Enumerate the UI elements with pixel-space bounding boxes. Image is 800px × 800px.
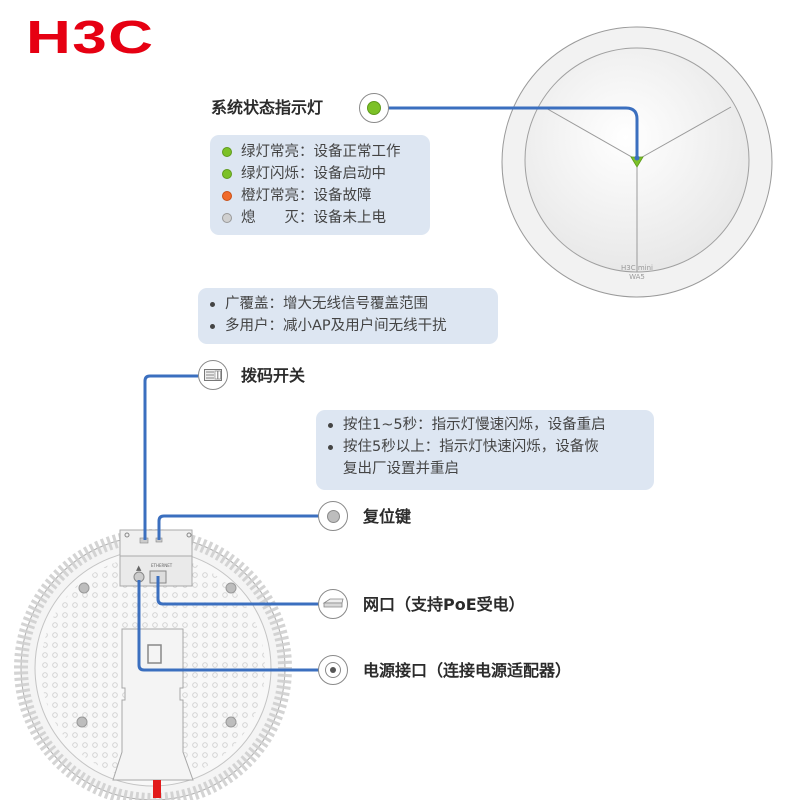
bullet-icon	[210, 323, 215, 329]
info-row: 多用户：减小AP及用户间无线干扰	[208, 315, 498, 337]
svg-text:▲: ▲	[136, 564, 142, 572]
ap-front-view	[501, 26, 773, 298]
led-state-row: 橙灯常亮：设备故障	[222, 185, 430, 207]
led-state-name: 绿灯闪烁：	[241, 166, 314, 182]
reset-info-box: 按住1~5秒：指示灯慢速闪烁，设备重启 按住5秒以上：指示灯快速闪烁，设备恢 复…	[316, 410, 654, 490]
led-state-name: 熄 灭：	[241, 210, 314, 226]
green-dot-icon	[222, 147, 232, 157]
led-states-box: 绿灯常亮：设备正常工作 绿灯闪烁：设备启动中 橙灯常亮：设备故障 熄 灭：设备未…	[210, 135, 430, 235]
device-model-label: H3C mini WA5	[617, 264, 657, 282]
power-jack-title: 电源接口（连接电源适配器）	[363, 661, 572, 680]
reset-button-title: 复位键	[363, 507, 412, 526]
svg-text:ETHERNET: ETHERNET	[151, 563, 173, 568]
info-row: 按住1~5秒：指示灯慢速闪烁，设备重启	[326, 414, 654, 436]
green-dot-icon	[222, 169, 232, 179]
reset-button-badge	[318, 501, 348, 531]
led-state-meaning: 设备正常工作	[313, 144, 401, 160]
grey-dot-icon	[222, 213, 232, 223]
dip-switch-info-box: 广覆盖：增大无线信号覆盖范围 多用户：减小AP及用户间无线干扰	[198, 288, 498, 344]
led-state-name: 橙灯常亮：	[241, 188, 314, 204]
model-name: H3C mini	[621, 264, 653, 272]
info-text: 按住1~5秒：指示灯慢速闪烁，设备重启	[343, 417, 606, 433]
ethernet-port-title: 网口（支持PoE受电）	[363, 595, 525, 614]
led-state-name: 绿灯常亮：	[241, 144, 314, 160]
bullet-icon	[328, 422, 333, 428]
led-state-meaning: 设备未上电	[313, 210, 387, 226]
power-jack-icon	[325, 662, 341, 678]
led-state-meaning: 设备故障	[313, 188, 372, 204]
info-row: 按住5秒以上：指示灯快速闪烁，设备恢	[326, 436, 654, 458]
led-state-row: 熄 灭：设备未上电	[222, 207, 430, 229]
led-state-row: 绿灯闪烁：设备启动中	[222, 163, 430, 185]
ethernet-port-badge	[318, 589, 348, 619]
green-led-icon	[367, 101, 381, 115]
info-row: 广覆盖：增大无线信号覆盖范围	[208, 293, 498, 315]
info-text: 复出厂设置并重启	[343, 461, 459, 477]
power-jack-badge	[318, 655, 348, 685]
bullet-icon	[328, 444, 333, 450]
info-text: 按住5秒以上：指示灯快速闪烁，设备恢	[343, 439, 599, 455]
h3c-logo: H3C	[26, 11, 155, 63]
ap-rear-view: ▲ ETHERNET	[14, 529, 292, 800]
led-state-meaning: 设备启动中	[313, 166, 387, 182]
dip-switch-icon	[204, 369, 222, 381]
model-sub: WA5	[629, 273, 645, 281]
info-text: 广覆盖：增大无线信号覆盖范围	[225, 296, 428, 312]
reset-button-icon	[326, 509, 340, 523]
power-jack-pin	[330, 667, 336, 673]
dip-switch-title: 拨码开关	[241, 366, 306, 385]
info-text: 多用户：减小AP及用户间无线干扰	[225, 318, 447, 334]
info-row-continued: 复出厂设置并重启	[326, 458, 654, 480]
orange-dot-icon	[222, 191, 232, 201]
dip-switch-badge	[198, 360, 228, 390]
bullet-icon	[210, 301, 215, 307]
led-callout-badge	[359, 93, 389, 123]
ethernet-port-icon	[322, 598, 344, 608]
led-callout-title: 系统状态指示灯	[211, 98, 324, 117]
led-state-row: 绿灯常亮：设备正常工作	[222, 141, 430, 163]
